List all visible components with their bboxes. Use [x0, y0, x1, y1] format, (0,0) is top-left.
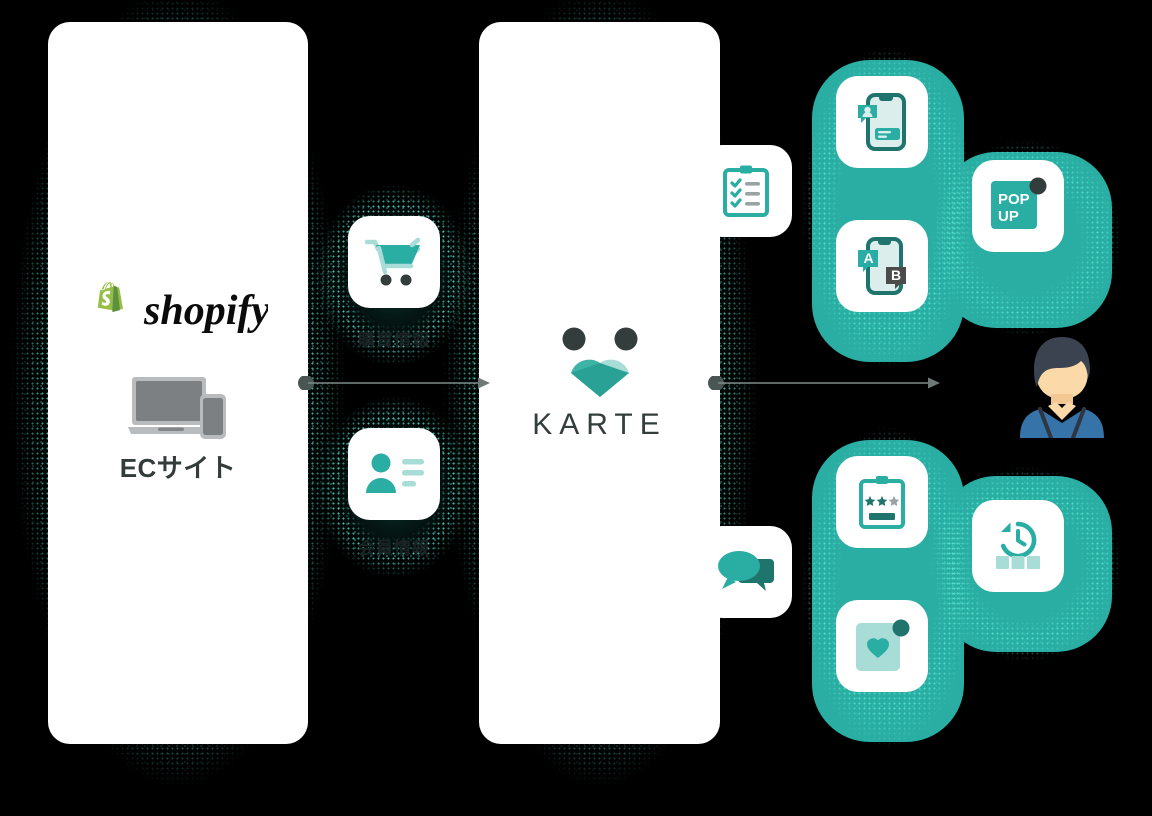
svg-text:A: A — [864, 250, 874, 266]
data-chip-member-label: 会員情報 — [358, 539, 430, 558]
card-checklist[interactable] — [700, 145, 792, 237]
svg-text:POP: POP — [998, 191, 1030, 208]
card-push-notification[interactable] — [836, 76, 928, 168]
card-ab-test[interactable]: A B — [836, 220, 928, 312]
push-notification-icon — [858, 93, 906, 151]
shopify-logo: shopify — [97, 282, 268, 334]
karte-face-logo — [562, 327, 638, 397]
ec-site-label: ECサイト — [119, 453, 237, 483]
card-survey[interactable] — [836, 456, 928, 548]
data-chip-purchase-label: 購買情報 — [358, 331, 430, 350]
svg-text:shopify: shopify — [143, 288, 268, 334]
member-card-icon — [366, 453, 424, 493]
favorite-heart-icon — [856, 619, 910, 671]
card-popup[interactable]: POP UP — [972, 160, 1064, 252]
chat-bubbles-icon — [718, 551, 774, 591]
data-chip-purchase[interactable] — [348, 216, 440, 308]
card-chat[interactable] — [700, 526, 792, 618]
customer-avatar-icon — [1020, 337, 1104, 438]
survey-rating-icon — [859, 476, 905, 529]
shopping-cart-icon — [365, 237, 421, 286]
svg-text:B: B — [891, 267, 901, 283]
svg-text:UP: UP — [998, 208, 1019, 225]
laptop-and-phone-icon — [128, 377, 226, 439]
arrow-karte-to-customer — [708, 376, 940, 390]
card-favorite[interactable] — [836, 600, 928, 692]
arrow-ec-to-karte — [298, 376, 490, 390]
popup-icon: POP UP — [991, 177, 1047, 229]
history-clock-icon — [996, 521, 1040, 569]
karte-wordmark: KARTE — [532, 408, 667, 441]
data-chip-member[interactable] — [348, 428, 440, 520]
card-history[interactable] — [972, 500, 1064, 592]
checklist-icon — [723, 165, 769, 217]
ab-test-icon: A B — [858, 237, 906, 295]
